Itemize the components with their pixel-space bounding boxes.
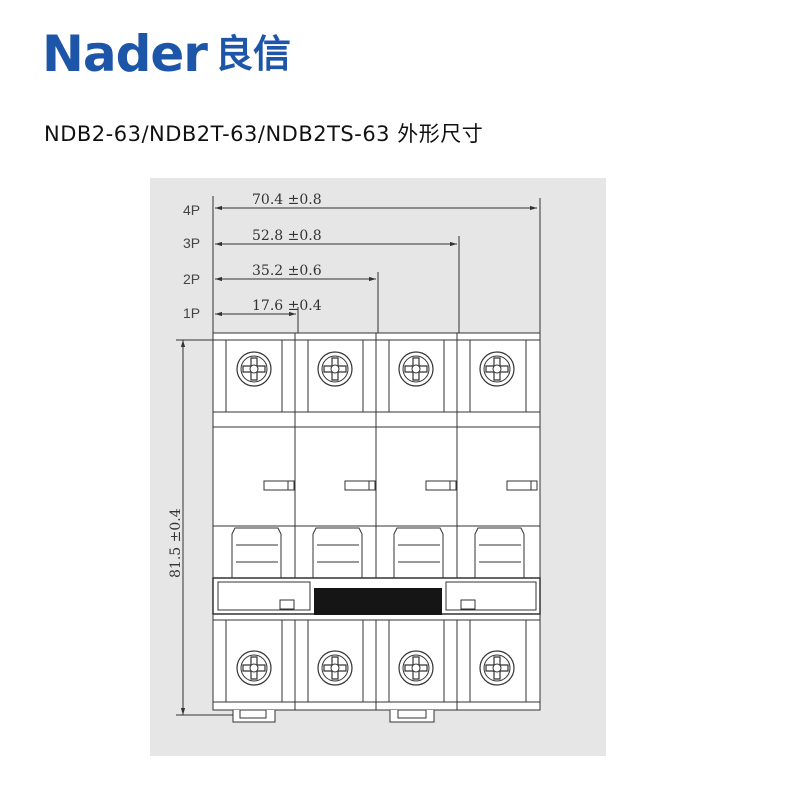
terminal-screw-icon [398,650,434,686]
dim-text-3p: 52.8 ±0.8 [252,228,322,244]
page-title: NDB2-63/NDB2T-63/NDB2TS-63 外形尺寸 [44,122,484,146]
terminal-screws [236,351,515,686]
pole-label-1p: 1P [183,305,200,321]
pole-label-4p: 4P [183,202,200,218]
terminal-screw-icon [479,650,515,686]
brand-name-cjk: 良信 [214,32,291,76]
din-rail-clip [232,709,435,723]
dim-text-1p: 17.6 ±0.4 [252,298,322,314]
handle-tie-bar [314,588,442,615]
terminal-screw-icon [479,351,515,387]
dim-text-4p: 70.4 ±0.8 [252,192,322,208]
dim-text-height: 81.5 ±0.4 [168,508,184,578]
pole-label-3p: 3P [183,235,200,251]
brand-logo: Nader 良信 [42,26,291,82]
terminal-screw-icon [236,650,272,686]
terminal-screw-icon [398,351,434,387]
terminal-screw-icon [236,351,272,387]
dim-text-2p: 35.2 ±0.6 [252,263,322,279]
brand-name-latin: Nader [42,25,208,83]
terminal-screw-icon [317,650,353,686]
pole-label-2p: 2P [183,271,200,287]
terminal-screw-icon [317,351,353,387]
